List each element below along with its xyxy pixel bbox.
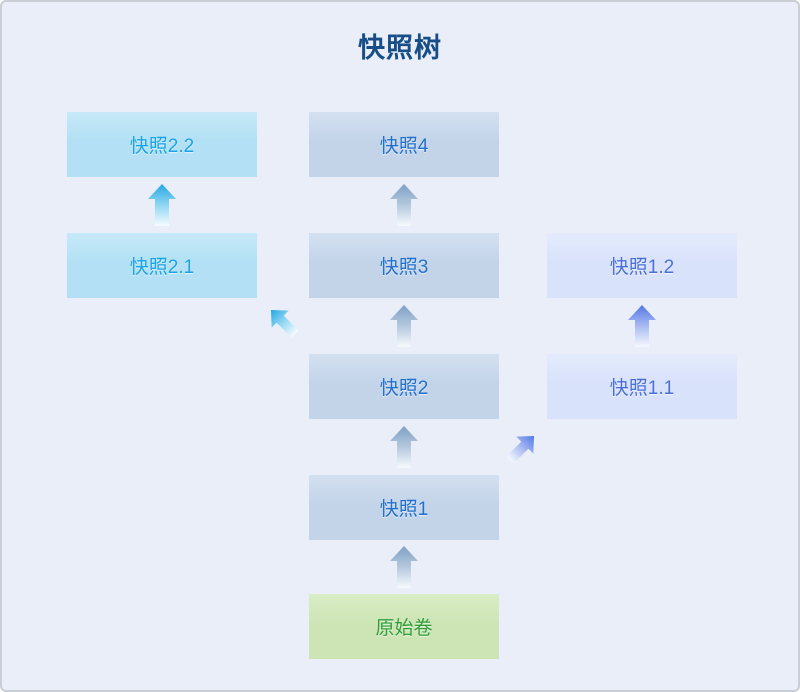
up-arrow-icon (148, 184, 176, 226)
node-label: 快照2 (379, 378, 429, 399)
up-right-arrow-icon (506, 435, 535, 464)
node-label: 快照2.2 (129, 136, 195, 157)
node-snapshot-2: 快照2 (309, 354, 499, 419)
up-arrow-icon (390, 184, 418, 226)
node-label: 快照2.1 (129, 257, 195, 278)
page-title: 快照树 (358, 33, 442, 63)
node-snapshot-2-2: 快照2.2 (67, 112, 257, 177)
up-arrow-icon (628, 305, 656, 347)
node-snapshot-4: 快照4 (309, 112, 499, 177)
node-label: 快照4 (379, 136, 429, 157)
node-label: 快照1 (379, 499, 429, 520)
node-original-volume: 原始卷 (309, 594, 499, 659)
node-snapshot-3: 快照3 (309, 233, 499, 298)
node-snapshot-1-2: 快照1.2 (547, 233, 737, 298)
node-label: 快照1.1 (609, 378, 675, 399)
node-snapshot-1-1: 快照1.1 (547, 354, 737, 419)
up-left-arrow-icon (270, 309, 299, 338)
up-arrow-icon (390, 546, 418, 588)
node-label: 快照3 (379, 257, 429, 278)
node-snapshot-2-1: 快照2.1 (67, 233, 257, 298)
up-arrow-icon (390, 426, 418, 468)
node-label: 快照1.2 (609, 257, 675, 278)
up-arrow-icon (390, 305, 418, 347)
node-snapshot-1: 快照1 (309, 475, 499, 540)
node-label: 原始卷 (375, 618, 433, 639)
